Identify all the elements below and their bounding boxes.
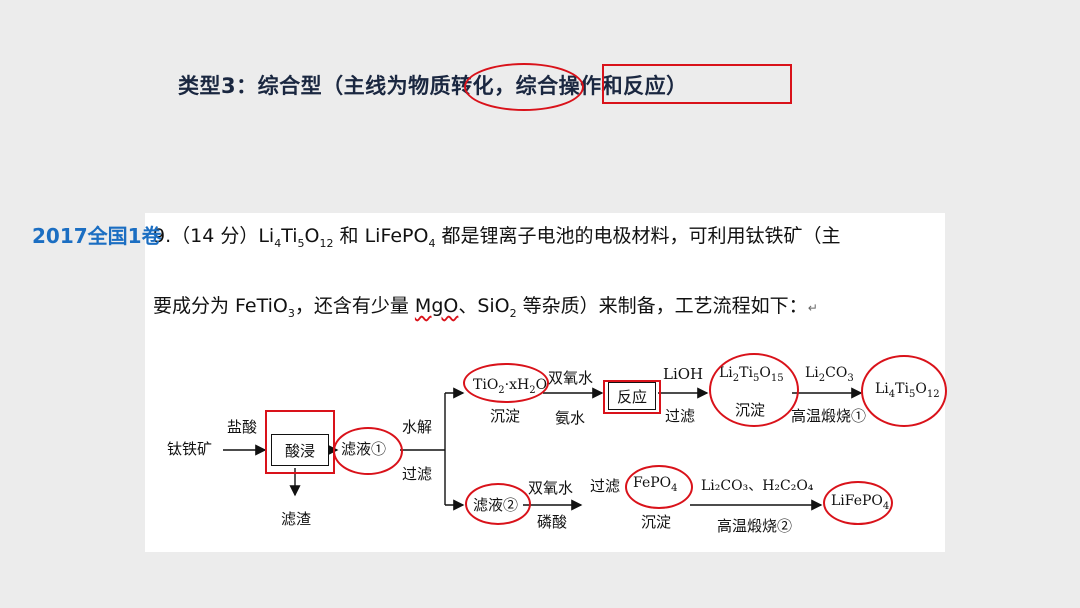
li4ti5o12-circle [861, 355, 947, 427]
label-phosphoric: 磷酸 [537, 513, 568, 531]
title-box-highlight [602, 64, 792, 104]
label-h2o2-b: 双氧水 [528, 479, 574, 497]
reaction-box-highlight [603, 380, 661, 414]
label-hydrolysis: 水解 [402, 418, 433, 436]
flowchart-arrows [223, 387, 863, 511]
problem-line-1: 9.（14 分）Li4Ti5O12 和 LiFePO4 都是锂离子电池的电极材料… [153, 225, 841, 250]
label-h2o2-a: 双氧水 [548, 369, 594, 387]
label-hcl: 盐酸 [227, 418, 258, 436]
label-calcine-2: 高温煅烧② [717, 517, 793, 535]
title-suffix: ） [666, 74, 688, 98]
leach-box-highlight [265, 410, 335, 474]
mgo-underlined: MgO [414, 295, 459, 317]
node-acid-leach: 酸浸 [271, 434, 329, 466]
node-ore: 钛铁矿 [167, 440, 213, 458]
li2ti5o15-circle [709, 353, 799, 427]
title-prefix: 类型3：综合型（主线为 [178, 74, 409, 98]
filtrate2-circle [465, 483, 531, 525]
label-lioh: LiOH [663, 365, 704, 383]
label-ammonia: 氨水 [555, 409, 586, 427]
label-filter-a: 过滤 [402, 465, 433, 483]
exam-year-tag: 2017全国1卷 [32, 224, 162, 248]
label-li2co3-h2c2o4: Li₂CO₃、H₂C₂O₄ [701, 478, 814, 494]
node-reaction: 反应 [608, 382, 656, 410]
label-filter-c: 过滤 [590, 477, 621, 495]
label-li2co3: Li2CO3 [805, 365, 854, 384]
node-residue: 滤渣 [281, 510, 312, 528]
filtrate1-circle [333, 427, 403, 475]
label-precip-a: 沉淀 [490, 407, 521, 425]
label-precip-c: 沉淀 [641, 513, 672, 531]
lifepo4-circle [823, 481, 893, 525]
problem-figure: 9.（14 分）Li4Ti5O12 和 LiFePO4 都是锂离子电池的电极材料… [145, 213, 947, 552]
label-filter-b: 过滤 [665, 407, 696, 425]
problem-line-2: 要成分为 FeTiO3，还含有少量 MgO、SiO2 等杂质）来制备，工艺流程如… [153, 295, 818, 320]
fepo4-circle [625, 465, 693, 509]
label-calcine-1: 高温煅烧① [791, 407, 867, 425]
title-circle-highlight [464, 63, 584, 111]
tio2-circle [463, 363, 549, 403]
